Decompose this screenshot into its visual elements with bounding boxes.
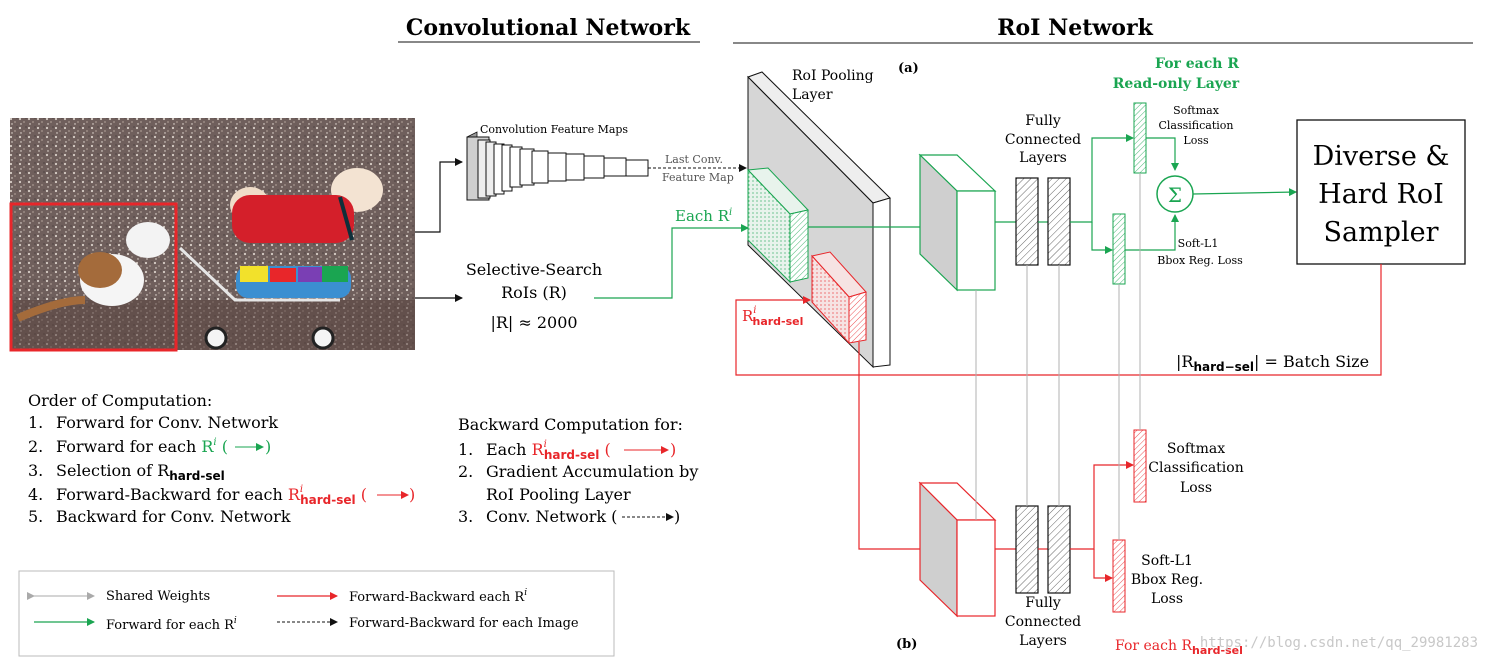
top-fc-layer-2 [1047, 177, 1071, 266]
last-conv-label-1: Last Conv. [665, 153, 723, 166]
top-fc-layer-1 [1015, 177, 1039, 266]
backward-text-2: Gradient Accumulation by [486, 462, 698, 481]
bottom-softl1-label-1: Soft-L1 [1141, 553, 1193, 569]
top-softl1-label-2: Bbox Reg. Loss [1157, 254, 1243, 267]
top-softmax-label-3: Loss [1183, 134, 1209, 147]
roi-pooling-label-2: Layer [792, 87, 833, 103]
top-fc-label-2: Connected [1005, 132, 1081, 148]
bottom-fc-label-3: Layers [1019, 633, 1067, 649]
legend-fb-image: Forward-Backward for each Image [277, 616, 579, 631]
order-title: Order of Computation: [28, 391, 212, 410]
order-num-4: 4. [28, 485, 43, 504]
panel-a-label: (a) [898, 61, 919, 76]
roi-pooling-layer [746, 71, 891, 369]
hard-example-box [9, 202, 178, 352]
legend-fb-each-label: Forward-Backward each Ri [349, 588, 527, 605]
input-image [9, 118, 415, 352]
sampler-label-3: Sampler [1323, 217, 1438, 248]
sigma-symbol: Σ [1168, 183, 1182, 207]
legend-fb-each: Forward-Backward each Ri [277, 588, 527, 605]
order-text-5: Backward for Conv. Network [56, 507, 291, 526]
sampler-feedback-line [735, 264, 1382, 376]
each-r-label: Each Ri [675, 207, 732, 225]
order-num-2: 2. [28, 437, 43, 456]
roi-network-header: RoI Network [997, 15, 1153, 41]
backward-num-1: 1. [458, 440, 473, 459]
backward-num-2: 2. [458, 462, 473, 481]
for-each-r-label: For each R [1155, 56, 1239, 72]
top-softmax-label-2: Classification [1158, 119, 1233, 132]
ss-to-roi-arrow [594, 224, 749, 299]
conv-feature-maps-label: Convolution Feature Maps [480, 123, 628, 136]
order-text-2: Forward for each Ri ( [56, 437, 228, 456]
legend-shared-weights: Shared Weights [27, 589, 210, 604]
top-pooled-cube [918, 153, 997, 292]
backward-text-3-close: ) [674, 507, 680, 526]
bottom-fc-label-2: Connected [1005, 614, 1081, 630]
bottom-softmax-label-3: Loss [1180, 480, 1212, 496]
bottom-softl1-label-2: Bbox Reg. [1131, 572, 1203, 588]
top-fc-label-1: Fully [1025, 113, 1061, 129]
top-softl1-label-1: Soft-L1 [1178, 237, 1219, 250]
panel-b-label: (b) [896, 637, 917, 652]
order-text-4-close: ) [409, 485, 415, 504]
legend-fb-image-label: Forward-Backward for each Image [349, 616, 579, 631]
order-text-1: Forward for Conv. Network [56, 413, 278, 432]
for-each-hardsel-label: For each Rhard-sel [1115, 638, 1243, 657]
backward-num-3: 3. [458, 507, 473, 526]
bottom-pooled-cube [918, 481, 997, 618]
conv-feature-maps [466, 131, 649, 201]
bottom-softl1-label-3: Loss [1151, 591, 1183, 607]
order-num-1: 1. [28, 413, 43, 432]
bottom-fc-layer-1 [1015, 505, 1039, 594]
legend-shared-weights-label: Shared Weights [106, 589, 210, 604]
order-num-3: 3. [28, 461, 43, 480]
batch-size-label: |Rhard−sel| = Batch Size [1176, 352, 1369, 374]
read-only-layer-label: Read-only Layer [1113, 76, 1240, 92]
backward-text-1-close: ) [670, 440, 676, 459]
roi-to-bottom-cube-arrow [858, 342, 939, 553]
legend-box [18, 570, 615, 657]
bottom-bbox-layer [1112, 539, 1126, 613]
bottom-softmax-layer [1133, 429, 1147, 503]
selective-search-label-1: Selective-Search [466, 260, 602, 279]
selective-search-label-2: RoIs (R) [501, 283, 567, 302]
image-to-conv-arrow [415, 158, 463, 233]
roi-count-label: |R| ≈ 2000 [490, 313, 577, 332]
top-softmax-label-1: Softmax [1173, 104, 1220, 117]
top-fc-label-3: Layers [1019, 150, 1067, 166]
order-text-2-close: ) [265, 437, 271, 456]
backward-title: Backward Computation for: [458, 415, 683, 434]
top-softmax-layer [1133, 102, 1147, 174]
conv-network-header: Convolutional Network [406, 15, 691, 41]
backward-text-3: Conv. Network ( [486, 507, 617, 526]
shared-weights-links [975, 173, 1141, 540]
watermark: https://blog.csdn.net/qq_29981283 [1200, 635, 1478, 651]
order-num-5: 5. [28, 507, 43, 526]
bottom-softmax-label-2: Classification [1148, 460, 1243, 476]
order-text-3: Selection of Rhard-sel [56, 461, 225, 483]
legend-forward-each-label: Forward for each Ri [106, 616, 237, 633]
backward-text-2b: RoI Pooling Layer [486, 485, 631, 504]
top-bbox-layer [1112, 213, 1126, 285]
bottom-fc-layer-2 [1047, 505, 1071, 594]
bottom-fc-label-1: Fully [1025, 595, 1061, 611]
bottom-softmax-label-1: Softmax [1167, 441, 1225, 457]
legend-forward-each: Forward for each Ri [34, 616, 237, 633]
roi-pooling-label-1: RoI Pooling [792, 68, 874, 84]
last-conv-label-2: Feature Map [662, 171, 734, 184]
sampler-label-1: Diverse & [1313, 141, 1450, 172]
sampler-label-2: Hard RoI [1318, 179, 1444, 210]
sum-to-sampler-arrow [1192, 188, 1297, 197]
hard-roi-sampler-box [1296, 119, 1466, 265]
